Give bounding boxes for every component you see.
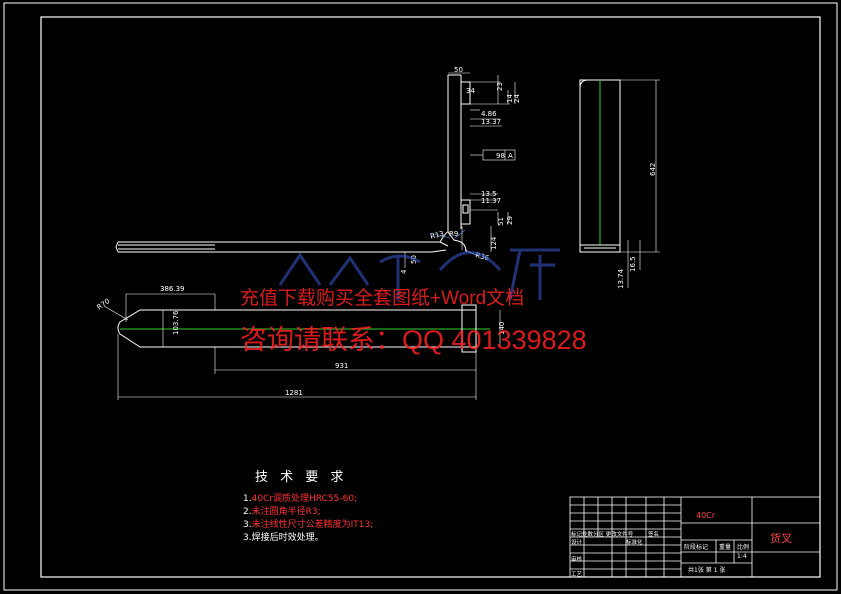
- requirement-item: 2.未注圆角半径R3;: [243, 507, 321, 517]
- dim-4: 4: [400, 269, 408, 274]
- title-block-review: 审核: [571, 557, 583, 563]
- watermark-text-purchase: 充值下载购买全套图纸+Word文档: [240, 288, 525, 309]
- dim-51: 51: [497, 217, 505, 226]
- dim-13-37: 13.37: [481, 118, 501, 126]
- dim-16-5: 16.5: [629, 256, 637, 272]
- dim-103-76: 103.76: [172, 310, 180, 335]
- datum-value: 98: [496, 152, 505, 160]
- dim-124: 124: [490, 236, 498, 250]
- title-block-sheet: 共1张 第 1 张: [688, 567, 726, 574]
- dim-29: 29: [506, 216, 514, 225]
- watermark-text-contact: 咨询请联系：QQ 401339828: [240, 325, 587, 355]
- watermark-logo: [278, 248, 560, 301]
- dim-140: 140: [498, 322, 506, 335]
- title-block-weight: 重量: [719, 544, 732, 551]
- requirements-title: 技 术 要 求: [255, 470, 348, 485]
- front-view-dim-text: 642 13.74 16.5: [617, 163, 657, 289]
- dim-13-5: 13.5: [481, 190, 497, 198]
- technical-requirements: 技 术 要 求 1.40Cr调质处理HRC55-60; 2.未注圆角半径R3; …: [243, 466, 373, 545]
- title-block-sign: 签名: [648, 532, 660, 538]
- title-block-ratio: 比例: [737, 544, 750, 551]
- dim-r70: R70: [96, 297, 112, 311]
- requirement-item: 1.40Cr调质处理HRC55-60;: [243, 494, 358, 504]
- title-block-part-name: 货叉: [770, 532, 792, 545]
- title-block-process: 工艺: [571, 572, 583, 578]
- requirement-item: 3.未注线性尺寸公差精度为IT13;: [243, 520, 374, 530]
- sheet-outer-border: [3, 2, 838, 591]
- dim-50: 50: [454, 66, 463, 74]
- dim-11-37: 11.37: [481, 197, 501, 205]
- dim-931: 931: [335, 362, 348, 370]
- dim-4-86: 4.86: [481, 110, 497, 118]
- dim-24: 24: [513, 94, 521, 103]
- requirement-item: 3.焊接后时效处理。: [243, 533, 324, 543]
- dim-386-39: 386.39: [160, 285, 185, 293]
- dim-r13: R13: [429, 230, 444, 241]
- title-block-material: 40Cr: [696, 511, 716, 520]
- dim-23: 23: [496, 82, 504, 91]
- dim-642: 642: [649, 163, 657, 176]
- sheet-inner-border: [40, 16, 821, 578]
- side-view-dimensions: [404, 72, 516, 268]
- datum-letter: A: [508, 152, 513, 160]
- dim-34: 34: [466, 87, 475, 95]
- dim-14: 14: [506, 94, 514, 103]
- title-block-ratio-value: 1:4: [737, 553, 747, 560]
- dim-13-74: 13.74: [617, 268, 625, 289]
- dim-1281: 1281: [285, 389, 303, 397]
- title-block-standardization: 标准化: [626, 540, 643, 546]
- top-view-dimensions: [103, 293, 501, 400]
- fork-top-view: [117, 304, 490, 353]
- fork-side-view: [115, 74, 471, 253]
- title-block-designer: 设计: [571, 540, 583, 546]
- dim-r9: R9: [449, 230, 458, 238]
- title-block-stage: 阶段标记: [684, 544, 709, 551]
- title-block-grid: [569, 496, 821, 578]
- title-block-sign-row: 标记处数分区 更改文件号: [571, 532, 634, 538]
- fork-front-view: [579, 79, 660, 288]
